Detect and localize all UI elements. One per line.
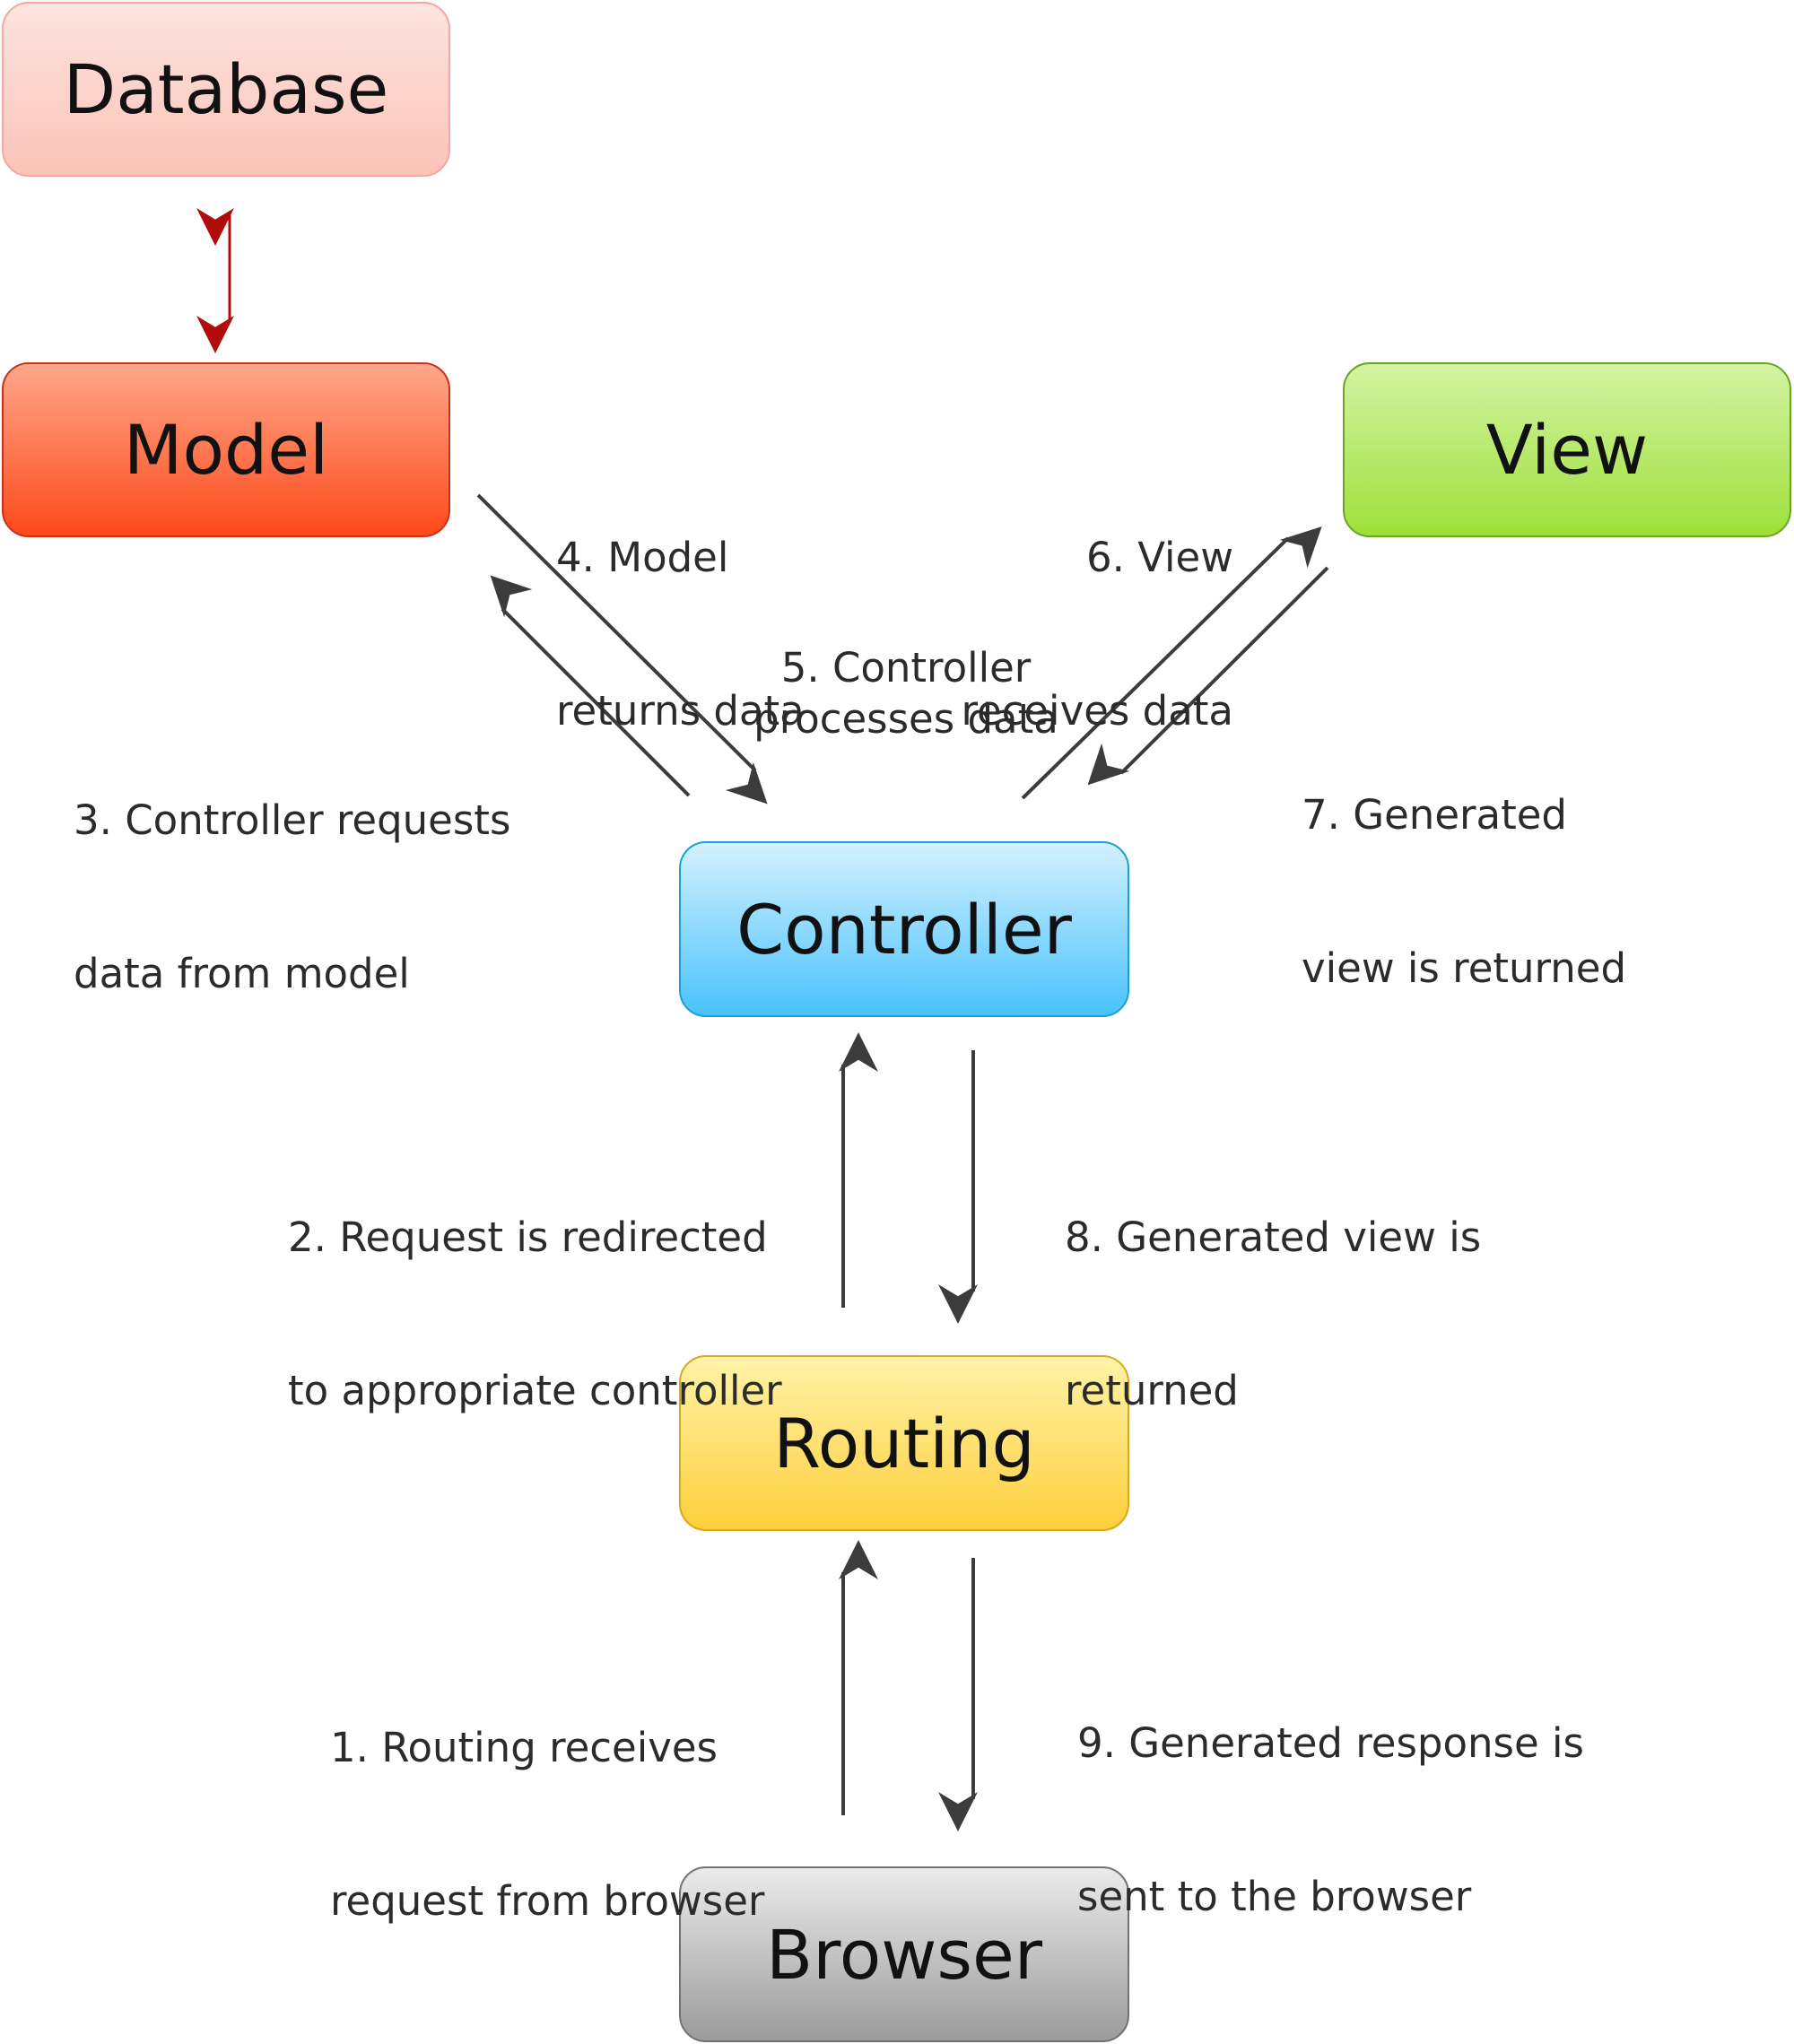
step-7-label: 7. Generated view is returned <box>1302 687 1626 1045</box>
step-8-line-1: 8. Generated view is <box>1065 1213 1482 1261</box>
browser-node: Browser <box>679 1866 1129 2042</box>
arrow-view-to-controller <box>1087 566 1329 786</box>
step-8-line-2: returned <box>1065 1367 1239 1414</box>
model-label: Model <box>123 410 329 490</box>
step-3-line-2: data from model <box>74 950 410 997</box>
step-2-line-2: to appropriate controller <box>288 1367 782 1414</box>
step-4-line-1: 4. Model <box>556 534 729 581</box>
step-1-line-1: 1. Routing receives <box>330 1724 718 1771</box>
browser-label: Browser <box>766 1914 1042 1995</box>
step-7-line-1: 7. Generated <box>1302 791 1567 839</box>
step-6-line-2: receives data <box>961 687 1233 735</box>
step-3-line-1: 3. Controller requests <box>74 796 511 844</box>
step-6-label: 6. View receives data <box>924 430 1233 787</box>
step-9-line-2: sent to the browser <box>1077 1873 1472 1920</box>
routing-node: Routing <box>679 1355 1129 1531</box>
step-3-label: 3. Controller requests data from model <box>74 692 510 1050</box>
arrow-controller-to-view <box>1021 526 1322 800</box>
controller-label: Controller <box>736 889 1072 970</box>
step-9-label: 9. Generated response is sent to the bro… <box>1077 1615 1584 1973</box>
step-1-label: 1. Routing receives request from browser <box>330 1620 764 1978</box>
database-label: Database <box>63 49 389 129</box>
step-4-line-2: returns data <box>556 687 805 735</box>
controller-node: Controller <box>679 841 1129 1017</box>
step-2-line-1: 2. Request is redirected <box>288 1213 768 1261</box>
view-node: View <box>1343 362 1791 537</box>
step-7-line-2: view is returned <box>1302 944 1627 992</box>
step-6-line-1: 6. View <box>1085 534 1233 581</box>
routing-label: Routing <box>773 1403 1035 1483</box>
view-label: View <box>1485 410 1649 490</box>
arrow-controller-to-model <box>490 575 691 797</box>
step-2-label: 2. Request is redirected to appropriate … <box>288 1109 782 1467</box>
step-4-label: 4. Model returns data <box>556 430 805 787</box>
arrow-model-to-controller <box>476 493 768 805</box>
database-node: Database <box>2 2 450 177</box>
step-8-label: 8. Generated view is returned <box>1065 1109 1481 1467</box>
step-1-line-2: request from browser <box>330 1877 765 1925</box>
step-5-label: 5. Controller processes data <box>753 644 1058 743</box>
step-9-line-1: 9. Generated response is <box>1077 1719 1584 1767</box>
model-node: Model <box>2 362 450 537</box>
